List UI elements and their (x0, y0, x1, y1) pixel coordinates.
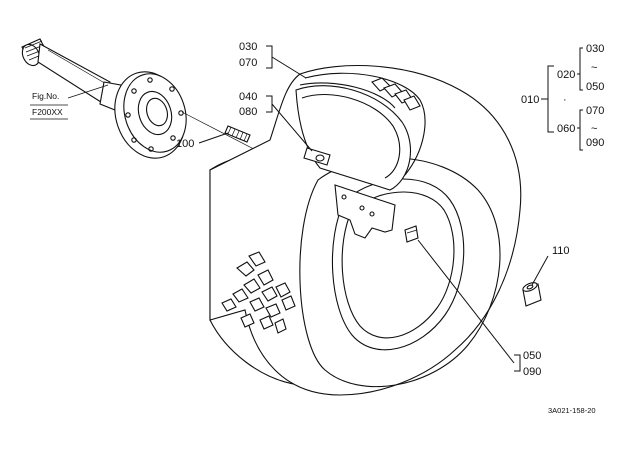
callout-040[interactable]: 040 (239, 91, 257, 103)
assembly-main[interactable]: 010 (521, 94, 539, 106)
valve-stem-040-080[interactable] (303, 147, 331, 166)
reference-leader (67, 84, 109, 99)
axle-shaft-assembly[interactable] (19, 38, 196, 167)
callout-100[interactable]: 100 (176, 138, 194, 150)
assembly-upper-range: ~ (591, 62, 597, 74)
figure-reference[interactable]: Fig.No. F200XX (30, 91, 68, 120)
assembly-lower-to[interactable]: 090 (586, 137, 604, 149)
hub-flange (114, 71, 187, 159)
callout-050-bottom[interactable]: 050 (523, 350, 541, 362)
assembly-tree: 010 020 060 · 030 ~ 050 070 ~ 090 (521, 43, 604, 151)
axle-shaft (37, 43, 127, 113)
tire-tube-030-070[interactable] (295, 85, 411, 191)
assembly-lower-group[interactable]: 060 (557, 123, 575, 135)
callout-090-bottom[interactable]: 090 (523, 366, 541, 378)
drawing-id: 3A021-158-20 (548, 406, 596, 415)
tread-lugs-side (221, 251, 296, 334)
figure-reference-number: F200XX (32, 107, 63, 117)
lug-nut-110[interactable] (522, 281, 542, 307)
tread-lugs-top (371, 77, 421, 111)
rear-wheel-tire[interactable] (209, 65, 522, 396)
assembly-upper-group[interactable]: 020 (557, 69, 575, 81)
assembly-separator: · (563, 94, 567, 106)
callout-110[interactable]: 110 (552, 245, 570, 257)
valve-clip-050-090[interactable] (404, 225, 419, 243)
figure-reference-label: Fig.No. (32, 91, 59, 101)
stud-bolt-100[interactable] (224, 125, 251, 143)
assembly-lower-from[interactable]: 070 (586, 105, 604, 117)
callout-080[interactable]: 080 (239, 106, 257, 118)
callout-070-top[interactable]: 070 (239, 57, 257, 69)
leader-lines (198, 45, 549, 372)
assembly-upper-from[interactable]: 030 (586, 43, 604, 55)
assembly-upper-to[interactable]: 050 (586, 81, 604, 93)
callout-030-top[interactable]: 030 (239, 41, 257, 53)
rim-center-plate (334, 184, 396, 239)
assembly-lower-range: ~ (591, 123, 597, 135)
